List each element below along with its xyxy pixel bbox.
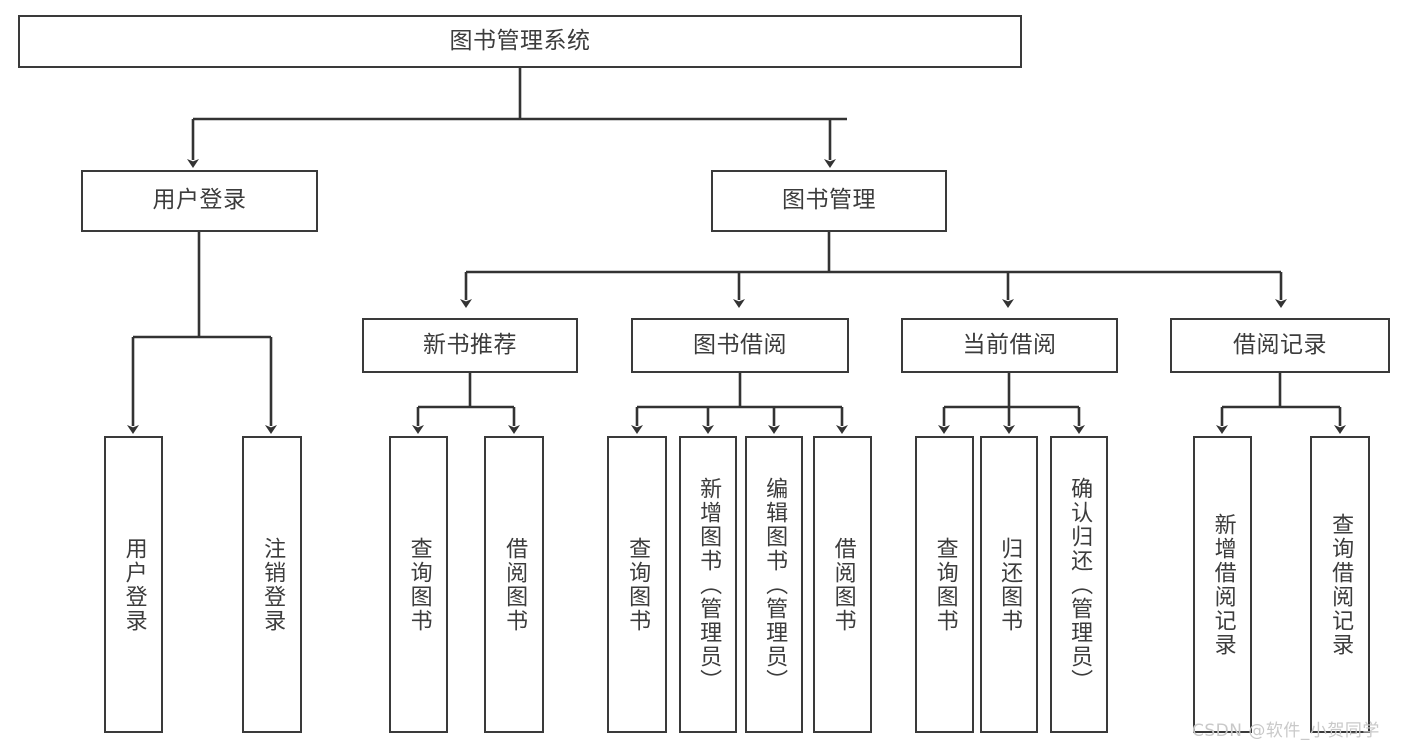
node-current-borrow[interactable]: 当前借阅 [901,318,1118,373]
leaf-edit-book-admin[interactable]: 编辑图书（管理员） [745,436,803,733]
node-label: 新增借阅记录 [1210,512,1236,657]
node-label: 确认归还（管理员） [1067,476,1093,693]
leaf-query-book-current[interactable]: 查询图书 [915,436,974,733]
node-root-book-management-system[interactable]: 图书管理系统 [18,15,1022,68]
node-label: 借阅图书 [502,536,528,633]
leaf-add-borrow-record[interactable]: 新增借阅记录 [1193,436,1252,733]
leaf-logout-login[interactable]: 注销登录 [242,436,302,733]
leaf-query-book-borrow[interactable]: 查询图书 [607,436,667,733]
node-label: 新书推荐 [423,331,517,358]
leaf-query-book-new-recommend[interactable]: 查询图书 [389,436,448,733]
leaf-borrow-book-new-recommend[interactable]: 借阅图书 [484,436,544,733]
node-label: 图书借阅 [693,331,787,358]
node-label: 当前借阅 [962,331,1057,358]
node-new-book-recommend[interactable]: 新书推荐 [362,318,578,373]
node-label: 借阅记录 [1233,331,1327,358]
node-user-login[interactable]: 用户登录 [81,170,318,232]
node-label: 图书管理系统 [449,27,591,54]
node-label: 查询图书 [625,536,651,633]
leaf-borrow-book-borrow[interactable]: 借阅图书 [813,436,872,733]
leaf-add-book-admin[interactable]: 新增图书（管理员） [679,436,737,733]
node-label: 查询图书 [406,536,432,633]
leaf-user-login[interactable]: 用户登录 [104,436,163,733]
leaf-return-book[interactable]: 归还图书 [980,436,1038,733]
node-book-management[interactable]: 图书管理 [711,170,947,232]
leaf-query-borrow-record[interactable]: 查询借阅记录 [1310,436,1370,733]
node-label: 借阅图书 [830,536,856,633]
leaf-confirm-return-admin[interactable]: 确认归还（管理员） [1050,436,1108,733]
node-label: 归还图书 [997,536,1023,633]
node-label: 用户登录 [152,187,247,214]
csdn-watermark: CSDN @软件_小贺同学 [1192,721,1380,741]
node-book-borrow[interactable]: 图书借阅 [631,318,849,373]
node-label: 用户登录 [121,536,147,633]
node-label: 新增图书（管理员） [696,476,722,693]
node-label: 注销登录 [260,536,286,633]
node-borrow-record[interactable]: 借阅记录 [1170,318,1390,373]
node-label: 查询图书 [932,536,958,633]
node-label: 编辑图书（管理员） [762,476,788,693]
node-label: 图书管理 [782,187,876,214]
node-label: 查询借阅记录 [1328,512,1354,657]
